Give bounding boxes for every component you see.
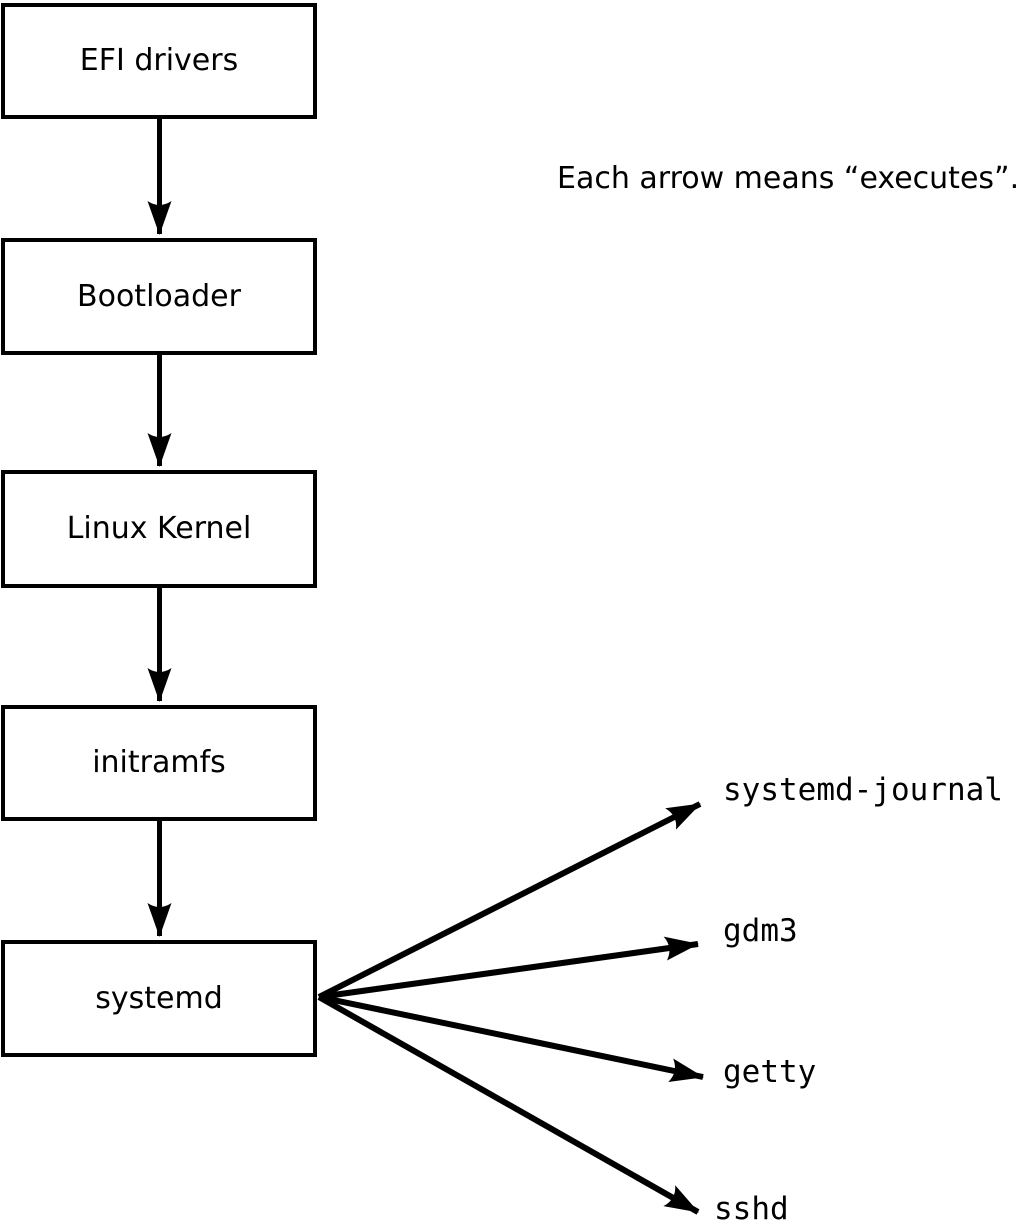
arrow-systemd-to-gdm3 [318, 936, 699, 1000]
arrow-systemd-to-sshd [317, 994, 700, 1215]
node-efi-drivers-label: EFI drivers [79, 43, 239, 78]
node-linux-kernel-label: Linux Kernel [66, 511, 252, 546]
process-label-sshd: sshd [714, 1191, 789, 1227]
node-initramfs: initramfs [1, 705, 317, 821]
arrow-systemd-to-journal [317, 801, 702, 1000]
node-efi-drivers: EFI drivers [1, 3, 317, 119]
process-label-getty: getty [723, 1054, 817, 1090]
node-systemd-label: systemd [95, 980, 223, 1016]
node-bootloader-label: Bootloader [77, 278, 241, 314]
process-label-systemd-journal: systemd-journal [723, 772, 1003, 808]
node-initramfs-label: initramfs [92, 745, 226, 780]
arrow-systemd-to-getty [318, 994, 704, 1083]
arrow-meaning-note: Each arrow means “executes”. [557, 161, 1020, 196]
node-systemd: systemd [1, 940, 317, 1057]
process-label-gdm3: gdm3 [723, 913, 798, 949]
node-linux-kernel: Linux Kernel [1, 470, 317, 588]
node-bootloader: Bootloader [1, 238, 317, 355]
